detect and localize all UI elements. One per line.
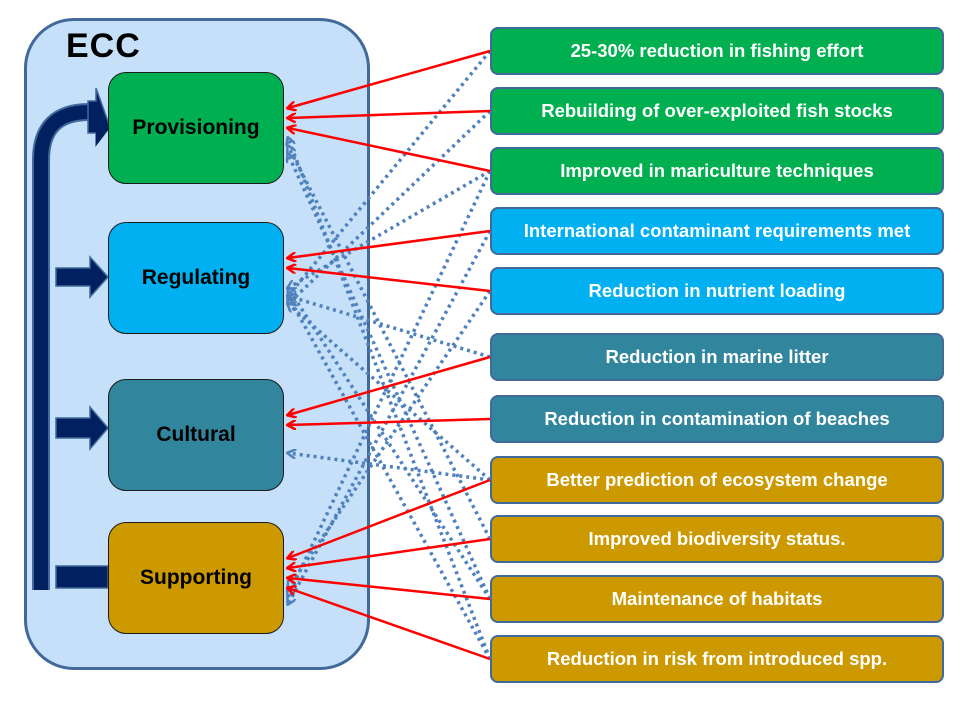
- outcome-label: Rebuilding of over-exploited fish stocks: [541, 100, 893, 121]
- ecc-title: ECC: [66, 27, 141, 65]
- outcome-box: Reduction in risk from introduced spp.: [490, 635, 944, 683]
- outcome-label: Better prediction of ecosystem change: [546, 469, 888, 490]
- flow-arrow-regulating: [55, 255, 110, 299]
- primary-link-arrow: [288, 229, 491, 258]
- outcome-label: Reduction in contamination of beaches: [544, 408, 890, 429]
- secondary-link-line: [288, 453, 491, 482]
- service-label-cultural: Cultural: [156, 423, 236, 446]
- primary-link-arrow: [288, 417, 491, 425]
- primary-link-arrow: [288, 109, 491, 118]
- outcome-box: Reduction in marine litter: [490, 333, 944, 381]
- outcome-label: International contaminant requirements m…: [523, 220, 911, 241]
- service-box-cultural: Cultural: [108, 379, 284, 491]
- service-box-supporting: Supporting: [108, 522, 284, 634]
- outcome-box: 25-30% reduction in fishing effort: [490, 27, 944, 75]
- secondary-links: [288, 49, 492, 660]
- primary-link-arrow: [288, 128, 491, 173]
- outcome-label: Reduction in nutrient loading: [588, 280, 846, 301]
- outcome-box: Reduction in nutrient loading: [490, 267, 944, 315]
- outcome-box: International contaminant requirements m…: [490, 207, 944, 255]
- secondary-link-line: [288, 170, 492, 596]
- outcome-label: Improved biodiversity status.: [588, 528, 846, 549]
- outcome-box: Improved in mariculture techniques: [490, 147, 944, 195]
- flow-arrowhead-provisioning-tip: [96, 108, 110, 146]
- secondary-link-line: [288, 304, 492, 482]
- outcome-box: Improved biodiversity status.: [490, 515, 944, 563]
- primary-link-arrow: [288, 268, 491, 293]
- primary-link-arrow: [288, 578, 491, 601]
- outcome-box: Reduction in contamination of beaches: [490, 395, 944, 443]
- secondary-link-line: [288, 49, 492, 296]
- outcome-label: Improved in mariculture techniques: [560, 160, 874, 181]
- primary-link-arrow: [288, 49, 491, 108]
- flow-arrow-cultural: [55, 404, 109, 452]
- outcome-box: Maintenance of habitats: [490, 575, 944, 623]
- primary-link-arrow: [288, 537, 491, 568]
- service-label-provisioning: Provisioning: [132, 116, 260, 139]
- service-box-regulating: Regulating: [108, 222, 284, 334]
- primary-link-arrow: [288, 478, 491, 558]
- primary-links: [288, 49, 491, 661]
- outcome-label: Reduction in marine litter: [605, 346, 829, 367]
- primary-link-arrow: [288, 588, 491, 661]
- secondary-link-line: [288, 230, 492, 604]
- flow-arrow-trunk-inner: [34, 105, 90, 590]
- secondary-link-line: [288, 296, 491, 359]
- outcome-box: Rebuilding of over-exploited fish stocks: [490, 87, 944, 135]
- outcome-box: Better prediction of ecosystem change: [490, 456, 944, 504]
- service-label-supporting: Supporting: [140, 566, 252, 589]
- secondary-link-line: [288, 288, 492, 600]
- outcome-label: 25-30% reduction in fishing effort: [570, 40, 864, 61]
- outcome-label: Maintenance of habitats: [611, 588, 823, 609]
- secondary-link-line: [288, 138, 492, 660]
- outcome-label: Reduction in risk from introduced spp.: [546, 648, 888, 669]
- primary-link-arrow: [288, 355, 491, 415]
- service-box-provisioning: Provisioning: [108, 72, 284, 184]
- service-label-regulating: Regulating: [141, 266, 251, 289]
